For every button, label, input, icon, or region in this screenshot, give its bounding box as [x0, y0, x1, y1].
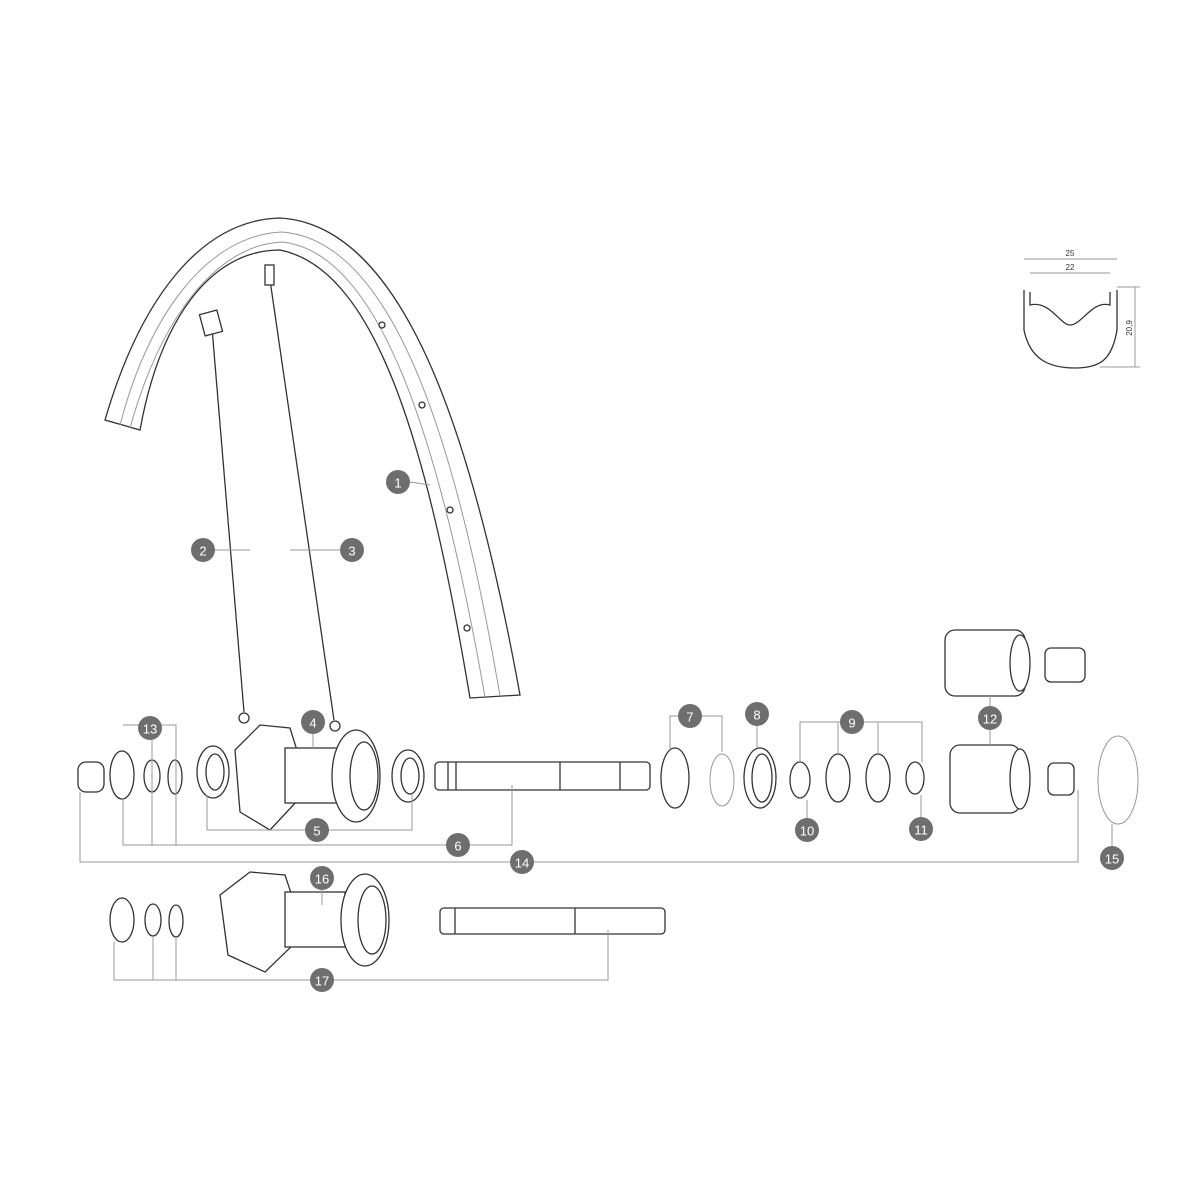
leader-lines	[79, 481, 1113, 981]
callout-8: 8	[745, 702, 769, 726]
callout-6: 6	[446, 833, 470, 857]
callout-number: 13	[143, 722, 157, 737]
rim	[104, 217, 521, 699]
rim-height: 20,9	[1125, 320, 1134, 336]
callout-number: 16	[315, 872, 329, 887]
callout-number: 5	[313, 824, 320, 839]
callout-13: 13	[138, 716, 162, 740]
callout-number: 14	[515, 856, 529, 871]
callout-number: 17	[315, 974, 329, 989]
callout-number: 6	[454, 839, 461, 854]
hub-assembly-alt	[109, 871, 666, 973]
callout-number: 4	[309, 716, 316, 731]
rim-inner-width: 22	[1066, 263, 1075, 272]
callout-7: 7	[678, 704, 702, 728]
rim-profile: 25 22 20,9	[1023, 249, 1140, 369]
callout-15: 15	[1100, 846, 1124, 870]
callout-1: 1	[386, 470, 410, 494]
callout-2: 2	[191, 538, 215, 562]
callout-number: 10	[800, 824, 814, 839]
rim-outer-width: 25	[1066, 249, 1075, 258]
callout-number: 1	[394, 476, 401, 491]
callout-number: 12	[983, 712, 997, 727]
callout-number: 7	[686, 710, 693, 725]
callout-14: 14	[510, 850, 534, 874]
callout-9: 9	[840, 710, 864, 734]
callout-number: 15	[1105, 852, 1119, 867]
callout-16: 16	[310, 866, 334, 890]
callout-number: 8	[753, 708, 760, 723]
callout-3: 3	[340, 538, 364, 562]
hub-assembly	[77, 629, 1139, 831]
callout-17: 17	[310, 968, 334, 992]
callout-number: 9	[848, 716, 855, 731]
callout-number: 3	[348, 544, 355, 559]
spokes	[198, 264, 341, 732]
callout-10: 10	[795, 818, 819, 842]
callout-12: 12	[978, 706, 1002, 730]
callout-number: 2	[199, 544, 206, 559]
callout-number: 11	[914, 823, 928, 838]
callout-11: 11	[909, 817, 933, 841]
callout-5: 5	[305, 818, 329, 842]
callout-4: 4	[301, 710, 325, 734]
